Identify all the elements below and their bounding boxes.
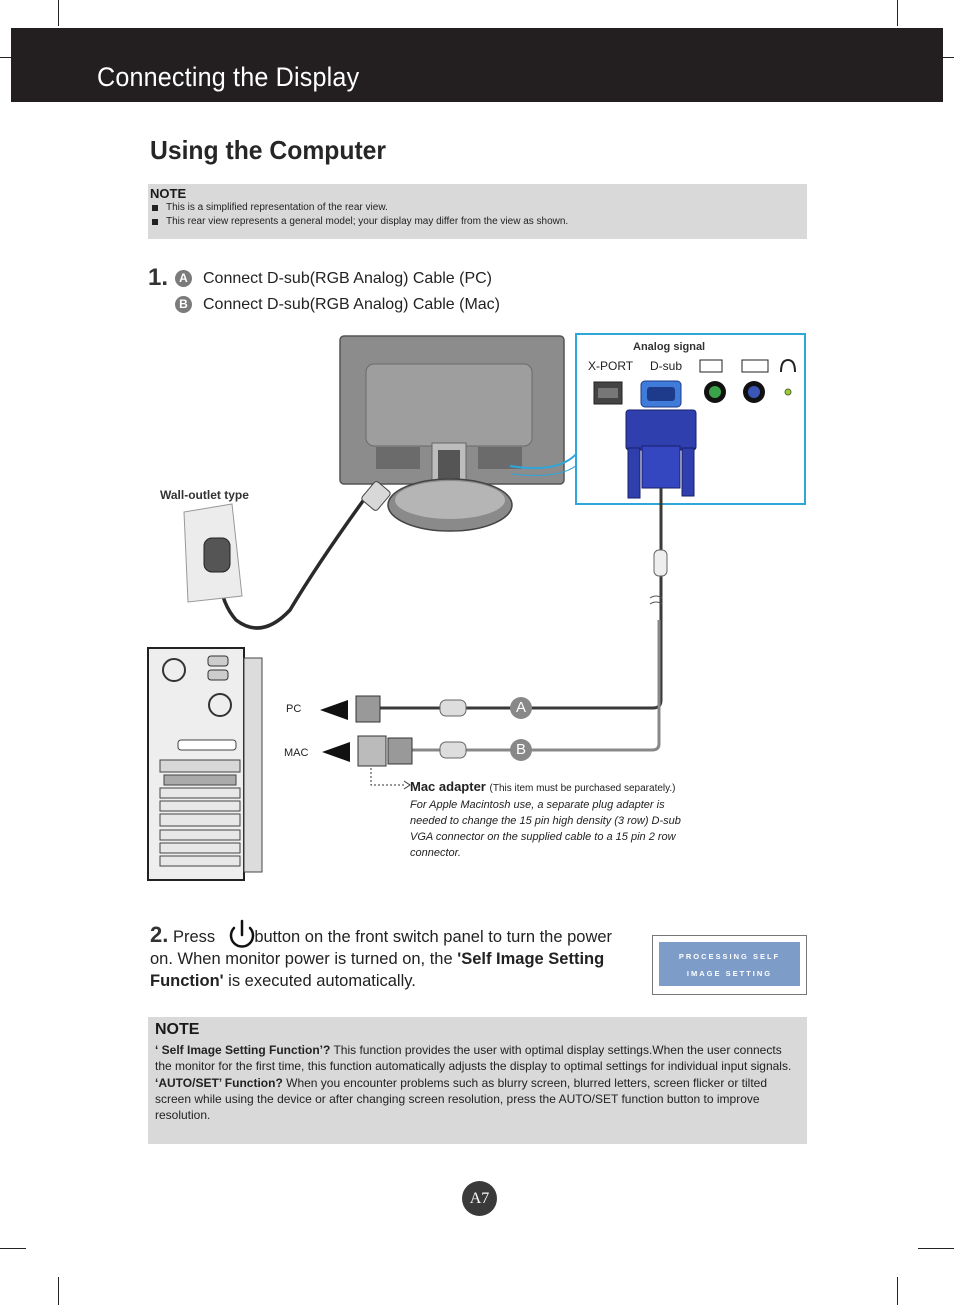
step2-tail: is executed automatically. — [228, 972, 416, 990]
mac-adapter-body: For Apple Macintosh use, a separate plug… — [410, 799, 681, 859]
osd-line-2: IMAGE SETTING — [686, 969, 773, 978]
badge-b-icon: B — [175, 296, 192, 313]
power-icon — [229, 919, 255, 948]
bullet-icon — [152, 219, 158, 225]
step2-press: Press — [172, 928, 216, 946]
page-header-title: Connecting the Display — [97, 62, 360, 92]
osd-line-1: PROCESSING SELF — [678, 952, 781, 961]
note-p2-text: When you encounter problems such as blur… — [155, 1075, 768, 1123]
step-number: 1. — [148, 264, 169, 291]
section-title: Using the Computer — [150, 135, 387, 165]
osd-panel: PROCESSING SELF IMAGE SETTING — [659, 942, 800, 986]
crop-mark — [897, 0, 898, 26]
note-body: ‘ Self Image Setting Function’? This fun… — [155, 1042, 800, 1123]
mac-label: MAC — [284, 747, 309, 759]
note-box-bottom: NOTE ‘ Self Image Setting Function’? Thi… — [148, 1017, 807, 1144]
note-box-top: NOTE This is a simplified representation… — [148, 184, 807, 239]
crop-mark — [918, 1248, 954, 1249]
note-item: This is a simplified representation of t… — [166, 202, 388, 213]
note-item: This rear view represents a general mode… — [166, 216, 569, 227]
mac-adapter-note: (This item must be purchased separately.… — [489, 783, 676, 794]
mac-adapter-title-text: Mac adapter — [410, 779, 486, 794]
step2-text: 2. Press button on the front switch pane… — [150, 924, 630, 992]
header-bar — [11, 28, 943, 102]
step2-bold: 'Self Image Setting Function' — [150, 950, 605, 990]
note-p1-text: This function provides the user with opt… — [155, 1043, 792, 1074]
cable-badge-b: B — [515, 741, 526, 758]
crop-mark — [0, 1248, 26, 1249]
wall-outlet-label: Wall-outlet type — [160, 488, 249, 502]
xport-label: X-PORT — [588, 359, 634, 373]
bullet-icon — [152, 205, 158, 211]
dsub-label: D-sub — [650, 359, 683, 373]
crop-mark — [897, 1277, 898, 1305]
note-label: NOTE — [150, 186, 187, 201]
note-label: NOTE — [155, 1021, 200, 1038]
step-number: 2. — [150, 922, 169, 947]
osd-preview: PROCESSING SELF IMAGE SETTING — [652, 935, 807, 995]
note-p1-title: ‘ Self Image Setting Function’? — [155, 1043, 331, 1057]
step1-item-b: Connect D-sub(RGB Analog) Cable (Mac) — [203, 296, 501, 313]
note-p2-title: ‘AUTO/SET’ Function? — [155, 1075, 283, 1090]
cable-badge-a: A — [515, 699, 526, 716]
pc-label: PC — [286, 703, 302, 715]
step1-item-a: Connect D-sub(RGB Analog) Cable (PC) — [203, 270, 493, 287]
analog-signal-label: Analog signal — [633, 341, 706, 353]
crop-mark — [58, 1277, 59, 1305]
port-panel — [575, 333, 806, 505]
badge-a-icon: A — [175, 270, 192, 287]
step2-body: button on the front switch panel to turn… — [150, 928, 613, 968]
monitor-rear — [339, 335, 565, 532]
pc-tower — [147, 647, 263, 881]
mac-adapter-title: Mac adapter (This item must be purchased… — [410, 779, 676, 794]
page-number: A7 — [462, 1181, 497, 1216]
crop-mark — [58, 0, 59, 26]
